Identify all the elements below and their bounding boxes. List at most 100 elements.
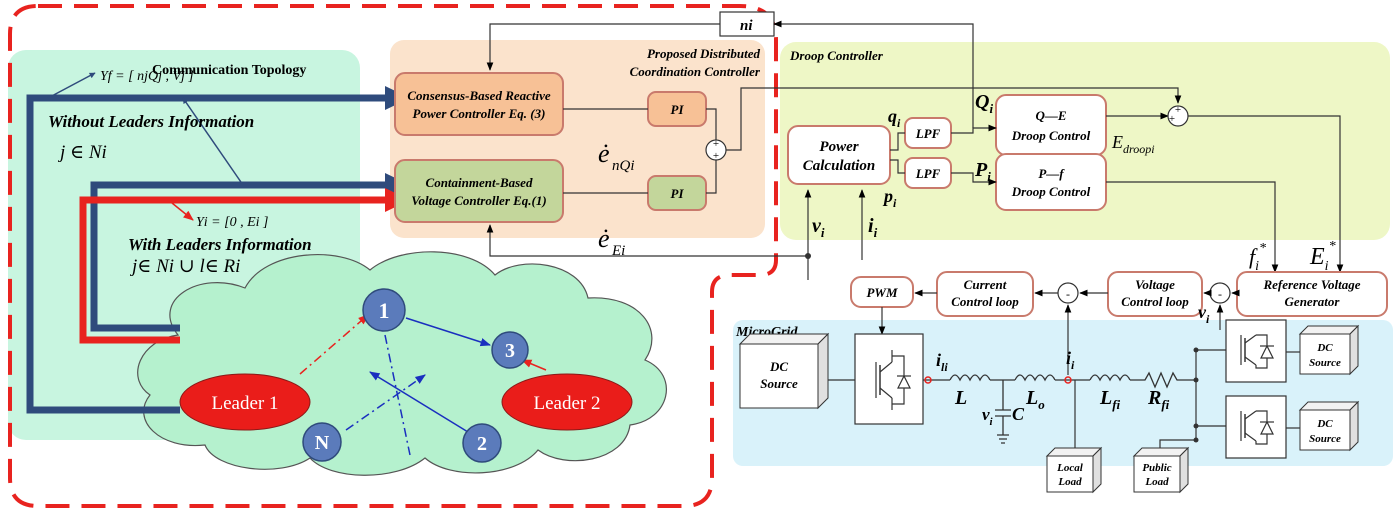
e-e-symbol: ė (598, 224, 610, 253)
local-load-line1: Local (1056, 462, 1084, 474)
coordination-title-line2: Coordination Controller (630, 64, 761, 79)
droop-title: Droop Controller (789, 48, 884, 63)
ii-micro-label: ii (1066, 348, 1075, 372)
without-leaders-set: j ∈ Ni (57, 142, 107, 163)
voltage-control-line2: Control loop (1121, 294, 1189, 309)
inductor-Lfi (1089, 374, 1131, 382)
wire-pi-voltage-to-sum (706, 160, 717, 194)
wire-lpf-p-to-droop (951, 172, 997, 186)
e-nq-symbol: ė (598, 139, 610, 168)
ni-label: ni (740, 18, 753, 34)
wire-qi-to-ni (773, 20, 974, 128)
capacitor-branch (995, 380, 1011, 444)
without-leaders-label: Without Leaders Information (48, 112, 254, 131)
dc-source-left (738, 332, 830, 410)
current-control-line1: Current (964, 277, 1007, 292)
dc-source-left-line2: Source (760, 376, 798, 391)
inductor-L (949, 374, 991, 382)
leader-1-label: Leader 1 (212, 393, 279, 414)
q-lower-label: qi (888, 106, 901, 130)
agent-2-label: 2 (477, 433, 487, 455)
current-sum-minus: - (1066, 287, 1070, 301)
P-upper-label: Pi (974, 159, 991, 184)
microgrid-region (733, 320, 1393, 466)
navy-feedback-outer (26, 94, 385, 414)
consensus-controller-block (394, 72, 564, 136)
public-load-box (1132, 446, 1190, 494)
e-e-subscript: Ei (611, 243, 625, 259)
leader-2-node (501, 373, 633, 431)
coordination-title-line1: Proposed Distributed (647, 46, 761, 61)
dc-source-right-top-line1: DC (1316, 342, 1333, 354)
qe-droop-line1: Q—E (1035, 108, 1066, 123)
current-control-line2: Control loop (951, 294, 1019, 309)
e-droop-label: Edroopi (1111, 132, 1155, 156)
ii-sensor (1064, 376, 1072, 384)
public-load-line1: Public (1142, 462, 1171, 474)
Q-upper-label: Qi (975, 91, 993, 116)
local-load-box (1045, 446, 1103, 494)
wire-sum-to-refgen (1188, 115, 1344, 273)
resistor-Rfi (1130, 371, 1196, 389)
network-cloud (137, 251, 667, 476)
public-load-line2: Load (1144, 476, 1169, 488)
Rfi-label: Rfi (1147, 387, 1170, 412)
wire-pi-reactive-to-sum (706, 108, 717, 140)
upsilon-f-formula: Υf = [ njQj , Vj ] (100, 69, 194, 84)
voltage-sum-minus: - (1218, 287, 1222, 301)
agent-1-node (362, 288, 406, 332)
dc-source-right-bottom-line1: DC (1316, 418, 1333, 430)
agent-3-label: 3 (505, 340, 515, 362)
p-lower-label: pi (882, 186, 897, 210)
dc-source-right-top-line2: Source (1309, 357, 1341, 369)
upsilon-i-arrow (171, 202, 194, 221)
qe-droop-line2: Droop Control (1011, 128, 1091, 143)
pf-droop-line1: P—f (1038, 166, 1065, 181)
Lfi-label: Lfi (1099, 387, 1121, 412)
bus-node-mid (1193, 377, 1199, 383)
wire-ni-to-consensus (486, 23, 720, 71)
lpf-label-p: LPF (915, 166, 941, 181)
pi-label-voltage: PI (671, 186, 685, 201)
power-calculation-line1: Power (819, 139, 858, 155)
wire-to-public-load (1159, 439, 1196, 450)
reference-voltage-line1: Reference Voltage (1262, 277, 1360, 292)
edge-leader1-to-1 (299, 314, 369, 375)
reference-voltage-line2: Generator (1285, 294, 1341, 309)
local-load-line2: Load (1057, 476, 1082, 488)
L-label: L (954, 387, 967, 409)
red-leader-line (79, 196, 385, 344)
pf-droop-line2: Droop Control (1011, 184, 1091, 199)
C-label: C (1012, 404, 1025, 424)
wire-calc-to-lpf-q (890, 132, 905, 151)
voltage-control-line1: Voltage (1135, 277, 1175, 292)
inductor-Lo (1014, 374, 1056, 382)
power-calculation-line2: Calculation (803, 158, 876, 174)
voltage-control-loop-block (1107, 271, 1203, 317)
Lo-label: Lo (1025, 387, 1045, 412)
dc-source-right-bottom (1298, 400, 1360, 452)
wire-calc-to-lpf-p (890, 159, 905, 174)
e-nq-subscript: nQi (612, 158, 635, 174)
agent-n-node (302, 422, 342, 462)
coordination-sum-plus-1: + (713, 138, 719, 150)
agent-n-label: N (315, 432, 330, 454)
containment-controller-line2: Voltage Controller Eq.(1) (411, 193, 546, 208)
ii-droop-label: ii (868, 215, 878, 240)
ili-label: ili (936, 350, 948, 374)
edge-1-to-3 (405, 317, 491, 347)
wire-lpf-q-to-droop (951, 124, 997, 134)
agent-2-node (462, 423, 502, 463)
communication-title: Communication Topology (152, 63, 306, 78)
dc-source-right-top (1298, 324, 1360, 376)
distributed-boundary (8, 3, 778, 508)
consensus-controller-line1: Consensus-Based Reactive (407, 88, 551, 103)
droop-sum-plus-2: + (1169, 113, 1175, 125)
upsilon-f-arrow (47, 72, 96, 99)
pf-droop-block (995, 153, 1107, 211)
vi-inner-label: vi (1198, 302, 1210, 326)
ili-sensor (924, 376, 932, 384)
dc-source-left-line1: DC (769, 359, 788, 374)
